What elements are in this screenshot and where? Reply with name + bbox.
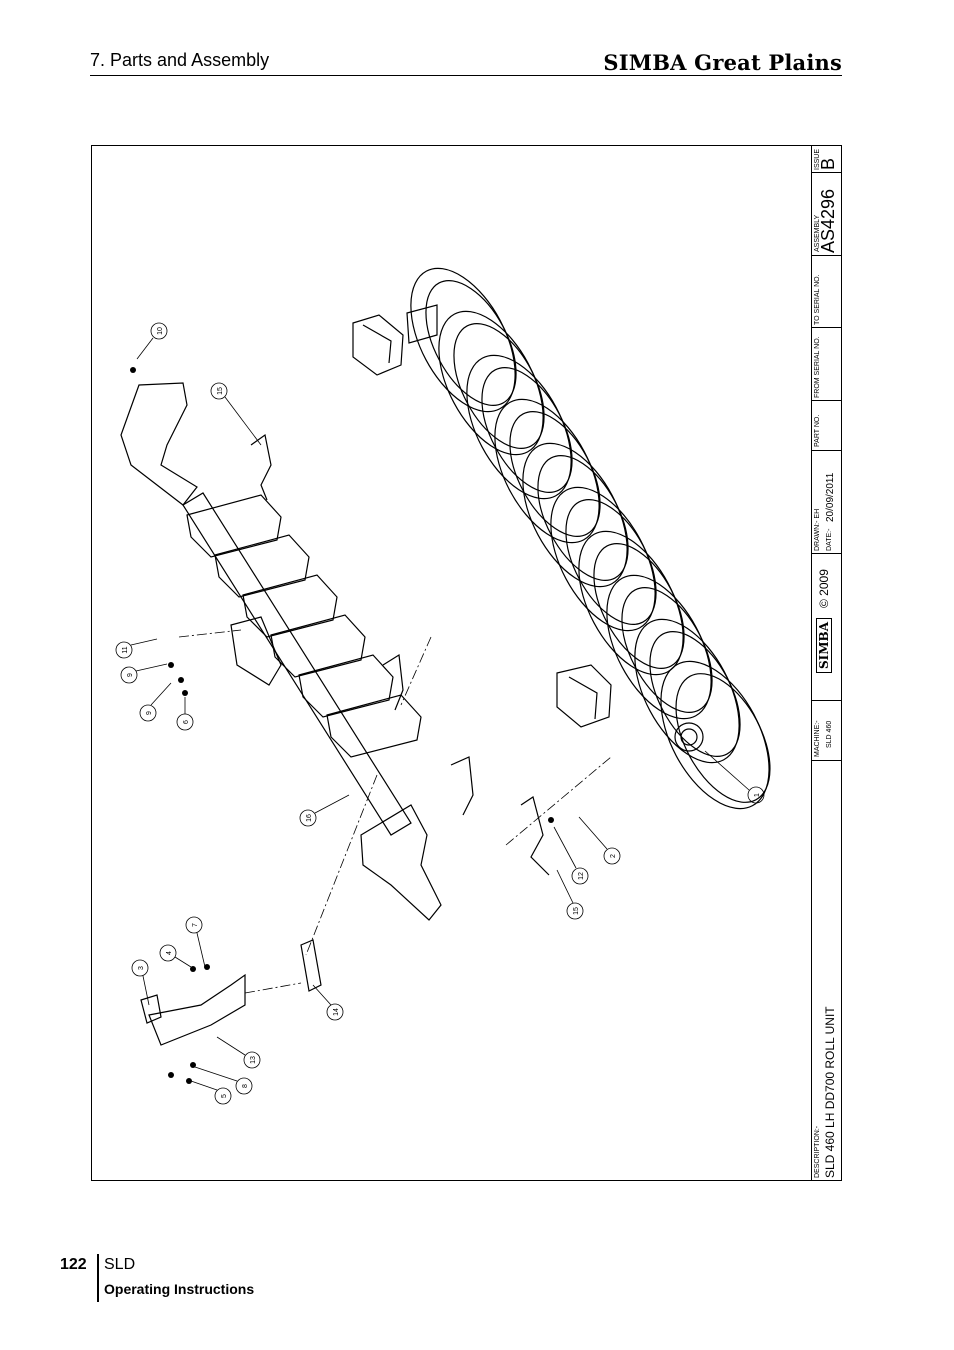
end-plate-top — [120, 382, 198, 506]
tb-divider — [811, 172, 842, 173]
tb-divider — [811, 760, 842, 761]
copyright: © 2009 — [817, 569, 831, 608]
to-serial-label: TO SERIAL NO. — [814, 274, 821, 325]
mid-plate — [230, 616, 282, 686]
tb-divider — [811, 255, 842, 256]
callout-14: 14 — [333, 1008, 340, 1016]
callout-15b: 15 — [573, 907, 580, 915]
drawing-frame — [91, 145, 842, 1181]
disc-roller-array — [410, 267, 771, 810]
callout-2: 2 — [610, 854, 617, 858]
page-number: 122 — [60, 1256, 87, 1273]
from-serial-label: FROM SERIAL NO. — [814, 336, 821, 398]
callout-12: 12 — [578, 872, 585, 880]
tb-divider — [811, 327, 842, 328]
callout-4: 4 — [166, 951, 173, 955]
tb-divider — [811, 553, 842, 554]
callout-5: 5 — [221, 1094, 228, 1098]
callout-9: 9 — [127, 673, 134, 677]
section-title: 7. Parts and Assembly — [90, 50, 270, 70]
assembly-value: AS4296 — [818, 188, 838, 253]
callout-3: 3 — [138, 966, 145, 970]
roller-bracket-bottom — [556, 664, 612, 728]
callout-15: 15 — [217, 387, 224, 395]
callout-11: 11 — [122, 646, 129, 653]
brand-logo: SIMBA Great Plains — [603, 50, 842, 75]
end-plate-bottom — [360, 804, 442, 921]
callout-labels: 10 15 11 9 9 6 16 1 2 12 15 7 4 3 14 13 … — [122, 327, 761, 1098]
machine-label: MACHINE:- — [814, 720, 821, 757]
footer-divider — [97, 1254, 99, 1302]
issue-value: B — [818, 157, 838, 170]
footer-model: SLD — [104, 1256, 136, 1273]
assembly-drawing: 10 15 11 9 9 6 16 1 2 12 15 7 4 3 14 13 … — [115, 267, 771, 1105]
roller-bracket-top — [352, 314, 404, 376]
callout-16: 16 — [306, 814, 313, 822]
tine-holders — [186, 494, 422, 758]
lower-bracket — [148, 973, 246, 1046]
tb-divider — [811, 700, 842, 701]
footer-subtitle: Operating Instructions — [104, 1281, 255, 1297]
tb-divider — [811, 450, 842, 451]
machine-value: SLD 460 — [826, 720, 833, 748]
simba-logo: SIMBA — [816, 617, 832, 673]
title-block-separator — [811, 145, 812, 1181]
part-no-label: PART NO. — [814, 414, 821, 447]
description-value: SLD 460 LH DD700 ROLL UNIT — [823, 1006, 837, 1178]
description-label: DESCRIPTION:- — [814, 1125, 821, 1178]
date-label: DATE:- — [826, 528, 833, 551]
header-rule — [90, 75, 842, 76]
date-value: 20/09/2011 — [825, 472, 836, 522]
main-beam — [182, 492, 412, 836]
callout-10: 10 — [157, 327, 164, 335]
callout-13: 13 — [250, 1056, 257, 1064]
callout-9b: 9 — [146, 711, 153, 715]
callout-7: 7 — [192, 923, 199, 927]
tb-divider — [811, 400, 842, 401]
callout-1: 1 — [754, 793, 761, 797]
drawn-label: DRAWN:- EH — [814, 508, 821, 551]
callout-6: 6 — [183, 720, 190, 724]
callout-8: 8 — [242, 1084, 249, 1088]
